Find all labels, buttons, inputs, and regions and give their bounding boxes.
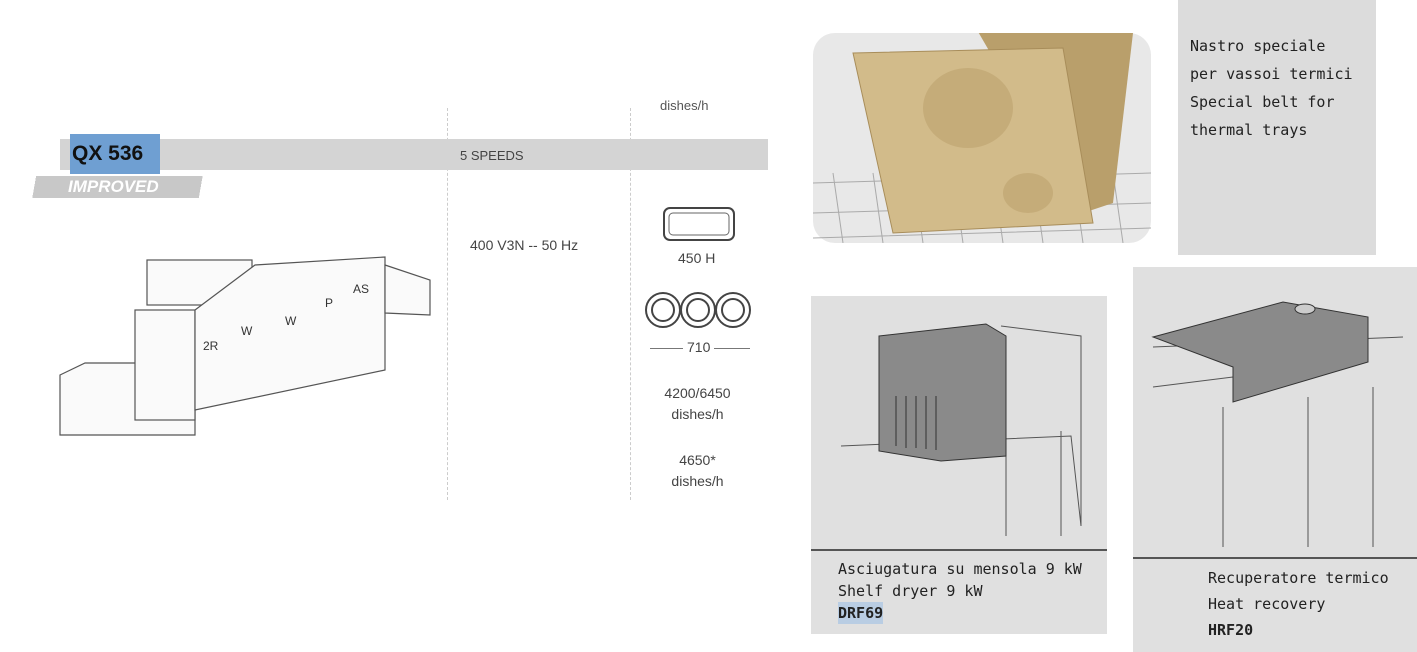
dishwasher-drawing: 2R W W P AS (59, 256, 431, 436)
width-label: 710 (683, 339, 715, 355)
recovery-text: Heat recovery (1208, 595, 1326, 613)
dryer-text: Asciugatura su mensola 9 kW (838, 560, 1082, 578)
model-name[interactable]: QX 536 (70, 134, 160, 174)
shelf-dryer-panel: Asciugatura su mensola 9 kW Shelf dryer … (811, 296, 1107, 634)
model-band (60, 139, 768, 170)
panel-divider (811, 549, 1107, 551)
belt-text: thermal trays (1190, 121, 1308, 139)
shelf-dryer-drawing (840, 323, 1082, 536)
belt-text: Special belt for (1190, 93, 1335, 111)
cut-text: dishes/h (660, 98, 709, 113)
belt-info-box: Nastro speciale per vassoi termici Speci… (1178, 0, 1376, 255)
capacity-unit: dishes/h (671, 473, 724, 489)
column-divider (630, 108, 631, 500)
section-label: P (325, 296, 333, 310)
capacity-unit: dishes/h (671, 406, 724, 422)
belt-text: per vassoi termici (1190, 65, 1353, 83)
heat-recovery-drawing (1151, 301, 1404, 547)
tray-height-label: 450 H (678, 250, 716, 266)
capacity-value: 4650* (679, 452, 716, 468)
recovery-text: Recuperatore termico (1208, 569, 1389, 587)
improved-badge: IMPROVED (28, 176, 208, 198)
belt-text: Nastro speciale (1190, 37, 1326, 55)
recovery-code: HRF20 (1208, 621, 1254, 639)
power-label: 400 V3N -- 50 Hz (470, 237, 579, 253)
section-label: AS (353, 282, 369, 296)
heat-recovery-panel: Recuperatore termico Heat recovery HRF20 (1133, 267, 1417, 652)
thermal-trays-photo (813, 33, 1151, 243)
section-label: W (285, 314, 297, 328)
dryer-code[interactable]: DRF69 (838, 602, 884, 624)
panel-divider (1133, 557, 1417, 559)
speeds-label: 5 SPEEDS (460, 148, 524, 163)
dryer-text: Shelf dryer 9 kW (838, 582, 983, 600)
plates-icon (645, 292, 751, 328)
section-label: W (241, 324, 253, 338)
column-divider (447, 108, 448, 500)
capacity-value: 4200/6450 (664, 385, 731, 401)
section-label: 2R (203, 339, 219, 353)
tray-icon (663, 207, 735, 241)
